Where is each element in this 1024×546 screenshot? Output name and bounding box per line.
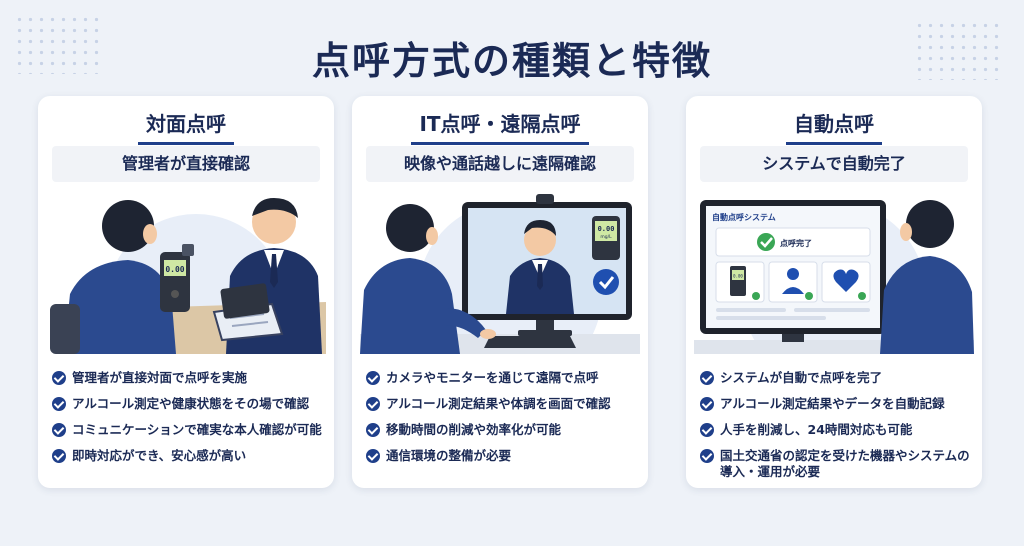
check-icon: [366, 371, 380, 385]
list-item: 国土交通省の認定を受けた機器やシステムの導入・運用が必要: [700, 448, 974, 480]
check-icon: [366, 449, 380, 463]
card-subtitle: 映像や通話越しに遠隔確認: [366, 146, 634, 182]
screen-status: 点呼完了: [780, 238, 812, 248]
check-icon: [366, 397, 380, 411]
decorative-dots-right: [914, 20, 1004, 80]
card-title: 対面点呼: [138, 108, 234, 145]
user-icon: [787, 268, 799, 280]
card-automatic: 自動点呼 システムで自動完了 自動点呼システム 点呼完了 0.00 システム: [686, 96, 982, 488]
card-title: 自動点呼: [786, 108, 882, 145]
page-title: 点呼方式の種類と特徴: [311, 39, 712, 83]
check-icon: [700, 397, 714, 411]
card-subtitle: 管理者が直接確認: [52, 146, 320, 182]
webcam-icon: [536, 194, 554, 204]
automatic-illustration: 自動点呼システム 点呼完了 0.00: [694, 200, 974, 354]
svg-text:0.00: 0.00: [733, 274, 743, 279]
driver-body-icon: [880, 256, 974, 354]
card-face-to-face: 対面点呼 管理者が直接確認 0.00 管理者が直接対面で点呼を実施 アルコール測…: [38, 96, 334, 488]
list-item: コミュニケーションで確実な本人確認が可能: [52, 422, 326, 438]
list-item: アルコール測定結果や体調を画面で確認: [366, 396, 640, 412]
check-icon: [52, 397, 66, 411]
list-item: 人手を削減し、24時間対応も可能: [700, 422, 974, 438]
face-to-face-illustration: 0.00: [50, 198, 326, 354]
check-icon: [593, 269, 619, 295]
heart-icon: [833, 269, 859, 292]
svg-text:mg/L: mg/L: [600, 234, 612, 240]
check-icon: [700, 423, 714, 437]
list-item: 移動時間の削減や効率化が可能: [366, 422, 640, 438]
feature-list: システムが自動で点呼を完了 アルコール測定結果やデータを自動記録 人手を削減し、…: [700, 370, 974, 488]
list-item: 即時対応ができ、安心感が高い: [52, 448, 326, 464]
decorative-dots-left: [14, 14, 104, 74]
card-subtitle: システムで自動完了: [700, 146, 968, 182]
complete-check-icon: [757, 233, 775, 251]
person-head-icon: [102, 200, 154, 252]
check-icon: [52, 371, 66, 385]
list-item: アルコール測定や健康状態をその場で確認: [52, 396, 326, 412]
svg-text:0.00: 0.00: [598, 225, 615, 233]
card-title: IT点呼・遠隔点呼: [411, 108, 589, 145]
it-remote-illustration: 0.00 mg/L: [360, 194, 640, 354]
feature-list: カメラやモニターを通じて遠隔で点呼 アルコール測定結果や体調を画面で確認 移動時…: [366, 370, 640, 474]
list-item: カメラやモニターを通じて遠隔で点呼: [366, 370, 640, 386]
check-icon: [52, 449, 66, 463]
list-item: アルコール測定結果やデータを自動記録: [700, 396, 974, 412]
screen-title: 自動点呼システム: [712, 212, 776, 222]
breathalyzer-reading: 0.00: [165, 265, 184, 274]
check-icon: [52, 423, 66, 437]
check-icon: [700, 371, 714, 385]
list-item: システムが自動で点呼を完了: [700, 370, 974, 386]
check-icon: [700, 449, 714, 463]
keyboard-icon: [484, 336, 576, 348]
card-it-remote: IT点呼・遠隔点呼 映像や通話越しに遠隔確認 0.00 mg/L カメラやモニタ…: [352, 96, 648, 488]
list-item: 通信環境の整備が必要: [366, 448, 640, 464]
person-body-icon: [64, 260, 176, 354]
feature-list: 管理者が直接対面で点呼を実施 アルコール測定や健康状態をその場で確認 コミュニケ…: [52, 370, 326, 474]
manager-tablet-icon: [220, 283, 270, 319]
check-icon: [366, 423, 380, 437]
list-item: 管理者が直接対面で点呼を実施: [52, 370, 326, 386]
operator-body-icon: [360, 258, 460, 354]
